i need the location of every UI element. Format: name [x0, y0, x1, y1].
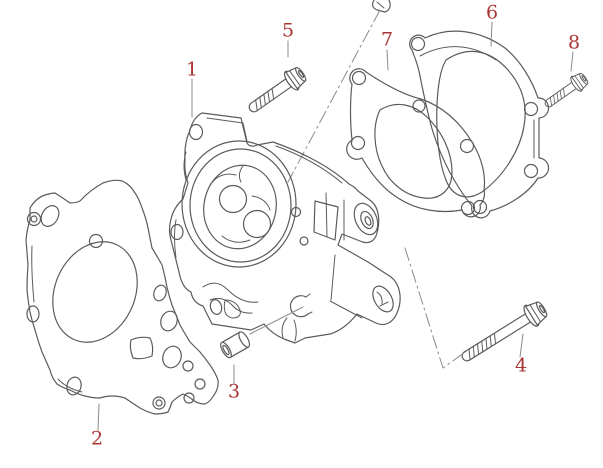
- callout-1: 1: [185, 58, 199, 81]
- part-2-cylinder-gasket: [25, 179, 219, 415]
- callout-5: 5: [281, 19, 295, 42]
- callout-4: 4: [514, 354, 528, 377]
- callout-7: 7: [380, 28, 394, 51]
- cropped-balloon-glyph: [371, 0, 391, 13]
- bolt-4-axis-line: [404, 247, 469, 369]
- part-3-dowel-pin: [220, 306, 304, 359]
- callout-8: 8: [567, 31, 581, 54]
- pin-axis-line: [249, 306, 304, 335]
- callout-2: 2: [90, 427, 104, 450]
- part-6-cover-gasket: [409, 30, 550, 219]
- balloon-leader-line: [287, 9, 381, 183]
- part-8-flange-bolt-small: [544, 72, 589, 108]
- part-4-long-bolt: [461, 301, 548, 362]
- callout-3: 3: [227, 380, 241, 403]
- callout-6: 6: [485, 1, 499, 24]
- part-1-water-pump-case: [168, 112, 401, 344]
- part-5-flange-bolt: [248, 66, 307, 113]
- callout-leader-lines: [97, 21, 574, 431]
